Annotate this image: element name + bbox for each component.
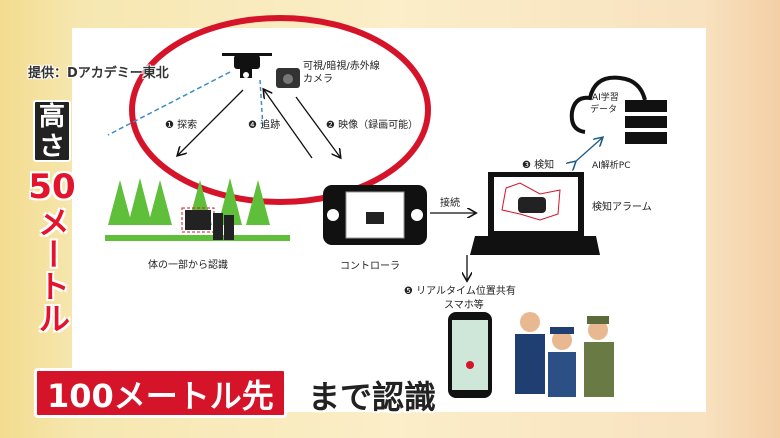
step-detect-label: ❸ 検知 [522,160,555,171]
step-search-label: ❶ 探索 [165,120,198,131]
arrow-cloud [575,138,602,162]
arrow-video [295,96,340,157]
distance-caption: 100メートル先 [34,368,287,418]
arrow-search [178,89,244,155]
height-tag: 高さ [33,100,71,162]
forest-label: 体の一部から認識 [148,260,228,271]
cloud-label-2: データ [590,105,618,115]
laptop-icon [470,172,600,255]
connect-label: 接続 [440,198,460,209]
step-track-label: ❹ 追跡 [248,120,281,131]
people-silhouette-icon [213,213,234,240]
controller-icon [323,185,427,245]
highlight-ellipse [129,15,431,205]
image-credit: 提供：Dアカデミー東北 [28,66,169,81]
drone-icon [222,53,272,78]
cloud-label-1: AI学習 [592,93,619,103]
dashed-line [259,79,264,129]
step-video-label: ❷ 映像（録画可能） [326,120,419,131]
arrow-track [264,90,313,159]
camera-label-1: 可視/暗視/赤外線 [303,61,380,72]
bear-in-forest-icon [181,207,215,233]
height-number: 50 [28,167,76,207]
alarm-label: 検知アラーム [592,202,652,213]
controller-label: コントローラ [340,261,400,272]
smartphone-map-icon [448,312,492,398]
ai-pc-label: AI解析PC [592,161,631,171]
cloud-server-icon [569,75,667,144]
dashed-line [107,71,231,136]
height-value: 50 メートル [22,168,82,342]
camera-gimbal-icon [276,68,300,88]
distance-caption-suffix: まで認識 [308,378,437,416]
responders-icon [515,312,614,397]
step-share-label: ❺ リアルタイム位置共有 [404,286,516,297]
height-unit: メートル [33,206,71,334]
camera-label-2: カメラ [303,74,333,85]
phone-label: スマホ等 [444,300,484,311]
